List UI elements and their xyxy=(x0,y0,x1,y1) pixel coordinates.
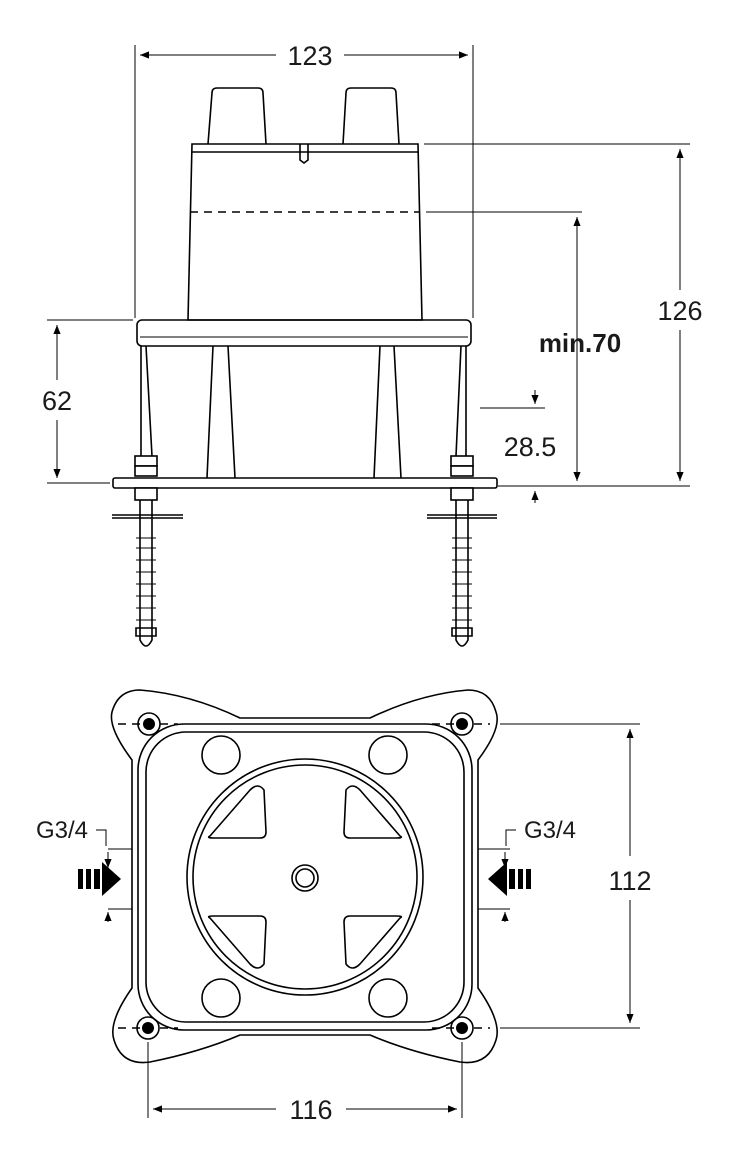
thread-callout-right: G3/4 xyxy=(478,817,576,922)
left-nut-top xyxy=(134,455,158,467)
inlet-right-arrow-icon xyxy=(488,862,531,896)
top-view: G3/4 G3/4 112 xyxy=(36,689,652,1125)
dimension-116: 116 xyxy=(147,1042,463,1125)
quadrant-tl xyxy=(207,785,267,839)
dim-label-116: 116 xyxy=(289,1095,332,1125)
dim-label-28-5: 28.5 xyxy=(504,432,557,462)
dimension-min70: min.70 xyxy=(426,211,621,481)
quadrant-bl xyxy=(207,915,267,969)
center-ring-inner xyxy=(192,764,418,990)
right-anchor xyxy=(427,500,497,647)
dimension-126: 126 xyxy=(424,143,703,487)
dim-label-123: 123 xyxy=(287,41,332,71)
center-ring-outer xyxy=(186,758,424,996)
dimension-62: 62 xyxy=(42,319,133,484)
right-rod xyxy=(455,345,467,457)
dimension-112: 112 xyxy=(500,723,652,1029)
thread-label-left: G3/4 xyxy=(36,817,88,844)
thread-callout-left: G3/4 xyxy=(36,817,132,922)
mounting-flange xyxy=(136,319,472,347)
hole-tl xyxy=(201,735,241,775)
body-square xyxy=(137,723,473,1031)
dimension-123: 123 xyxy=(134,41,474,318)
dim-label-126: 126 xyxy=(657,296,702,326)
left-rod xyxy=(140,345,153,457)
quadrant-tr xyxy=(343,785,403,839)
dimension-28-5: 28.5 xyxy=(480,390,556,503)
housing-body xyxy=(187,143,423,321)
center-spindle xyxy=(291,864,319,892)
inlet-left-arrow-icon xyxy=(78,862,121,896)
dim-label-112: 112 xyxy=(608,866,651,896)
quadrant-br xyxy=(343,915,403,969)
base-plate xyxy=(112,477,498,489)
left-nozzle xyxy=(207,87,267,145)
left-anchor xyxy=(112,500,183,647)
hole-bl xyxy=(201,978,241,1018)
dim-label-62: 62 xyxy=(42,386,72,416)
side-view: 123 126 min.70 62 28. xyxy=(42,41,703,647)
thread-label-right: G3/4 xyxy=(524,817,576,844)
left-leg xyxy=(206,345,236,479)
dim-label-min70: min.70 xyxy=(539,328,621,358)
right-leg xyxy=(373,345,402,479)
flange-outline xyxy=(110,689,498,1064)
right-nut-top xyxy=(450,455,474,467)
right-nozzle xyxy=(342,87,400,145)
hole-tr xyxy=(368,735,408,775)
hole-br xyxy=(368,978,408,1018)
